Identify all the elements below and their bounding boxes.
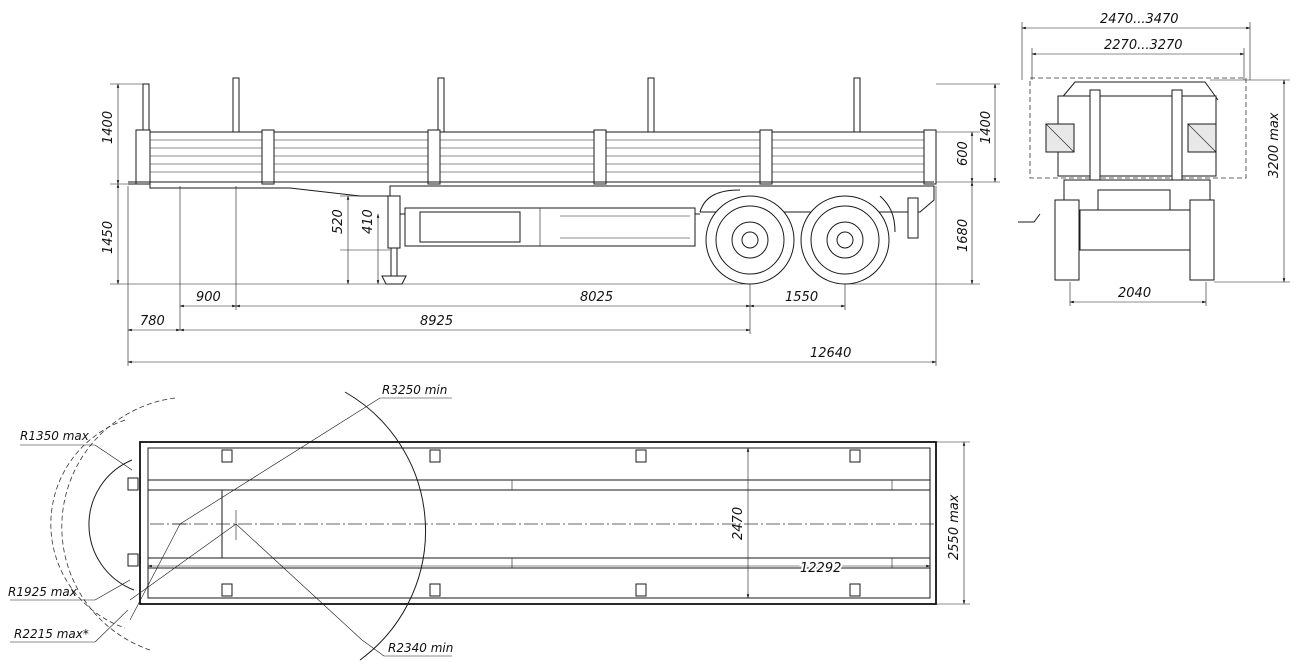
dim-top-inner-length: 12292 <box>800 561 841 576</box>
dim-rear-track: 2040 <box>1118 286 1151 301</box>
dim-1680: 1680 <box>956 219 971 252</box>
rear-view: 2470...3470 2270...3270 3200 max 2040 <box>1018 12 1290 306</box>
dim-8025: 8025 <box>580 290 613 305</box>
top-view-dimensions <box>147 441 970 605</box>
dim-900: 900 <box>196 290 221 305</box>
side-view: 1400 1450 520 410 1400 600 1680 900 8025… <box>101 77 1000 366</box>
stake-pockets <box>127 449 861 597</box>
dim-600: 600 <box>956 141 971 166</box>
dim-1450: 1450 <box>101 221 116 254</box>
extension-lines <box>110 83 1000 366</box>
top-view: R3250 min R1350 max R1925 max R2215 max*… <box>8 383 970 661</box>
dim-1400-left: 1400 <box>101 111 116 144</box>
dim-1400-right: 1400 <box>979 111 994 144</box>
label-r1925: R1925 max <box>8 585 78 599</box>
dim-rear-height-max: 3200 max <box>1267 112 1282 178</box>
leader-lines <box>10 397 452 657</box>
dim-rear-width-top: 2470...3470 <box>1100 12 1179 27</box>
landing-gear <box>381 195 407 285</box>
wheel-front <box>705 195 795 285</box>
dim-8925: 8925 <box>420 314 453 329</box>
wheel-rear <box>800 195 890 285</box>
horizontal-dimensions <box>127 304 937 364</box>
dim-rear-width-inner: 2270...3270 <box>1104 38 1183 53</box>
label-r2215: R2215 max* <box>14 627 89 641</box>
label-r1350: R1350 max <box>20 429 90 443</box>
dim-780: 780 <box>140 314 165 329</box>
dim-1550: 1550 <box>785 290 818 305</box>
dim-520: 520 <box>331 209 346 234</box>
vertical-dimensions <box>116 83 997 285</box>
side-board <box>135 129 937 185</box>
dim-410: 410 <box>361 209 376 234</box>
dim-12640: 12640 <box>810 346 851 361</box>
label-r2340: R2340 min <box>388 641 453 655</box>
turning-radii <box>50 391 426 661</box>
dim-top-outer-width: 2550 max <box>947 494 962 560</box>
label-r3250: R3250 min <box>382 383 447 397</box>
rear-extension-lines <box>1021 22 1290 306</box>
dim-top-inner-width: 2470 <box>731 507 746 540</box>
